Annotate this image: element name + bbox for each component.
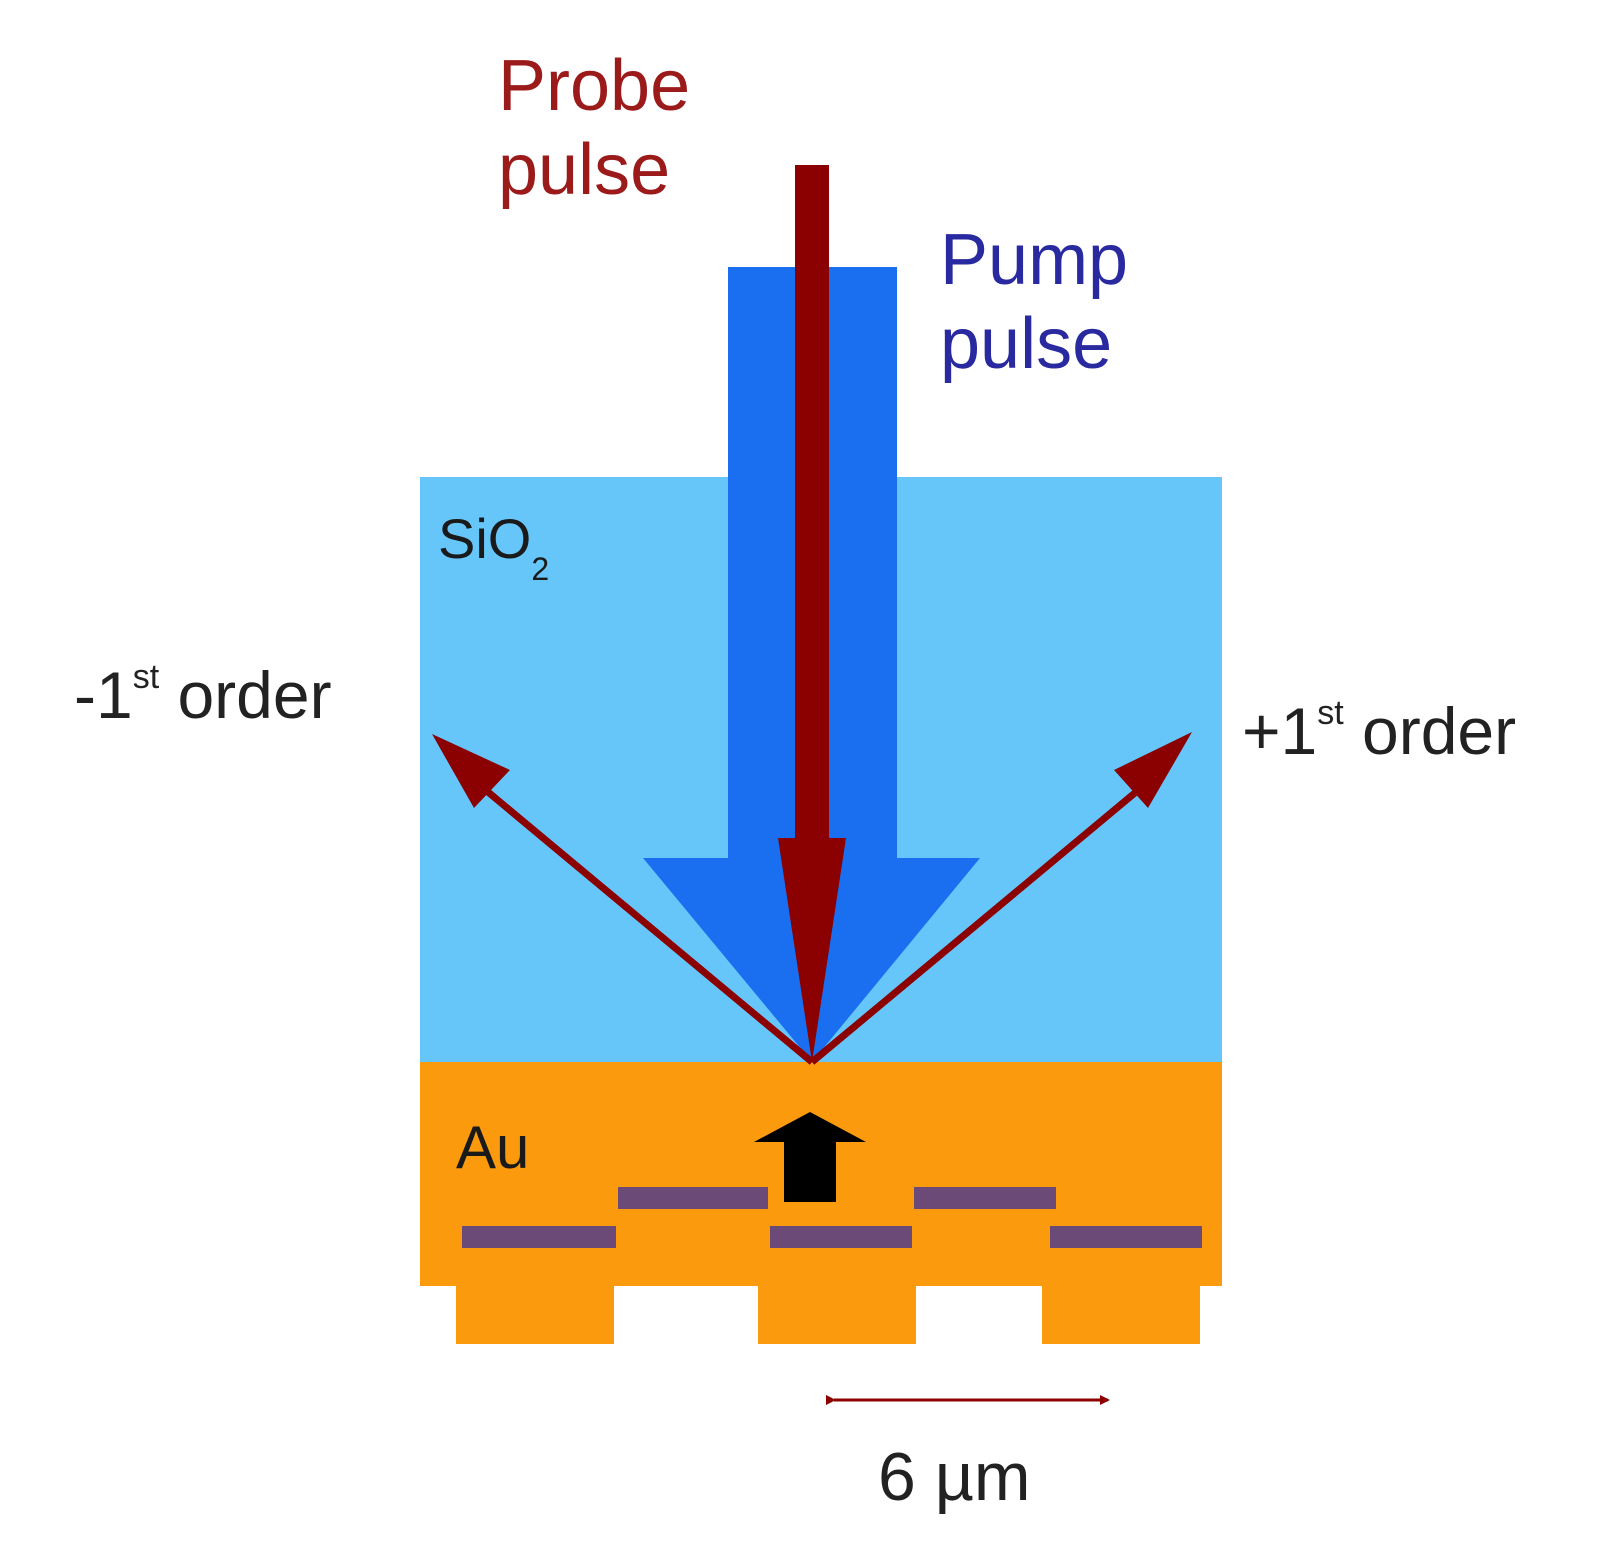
grating-stripe-high [914,1187,1056,1209]
plus-first-order-label: +1st order [1242,694,1516,768]
grating-period-label: 6 µm [878,1439,1031,1515]
au-grating-teeth [456,1280,1200,1344]
probe-pulse-label-line1: Probe [498,46,690,126]
plus-first-order-word: order [1344,694,1516,768]
au-label: Au [456,1114,529,1181]
plus-first-order-superscript: st [1317,694,1344,732]
probe-pulse-shaft [795,165,829,855]
sio2-label-main: SiO [438,507,531,570]
minus-first-order-word: order [159,658,331,732]
plus-first-order-arrow [809,779,1151,1065]
probe-pulse-arrowhead [778,838,846,1062]
au-tooth [758,1280,916,1344]
minus-first-order-arrowhead [432,734,510,808]
displacement-arrow [754,1112,866,1202]
minus-first-order-superscript: st [133,658,160,696]
minus-first-order-arrow [473,779,815,1065]
sio2-label-subscript: 2 [531,551,549,587]
sio2-label: SiO2 [438,507,549,587]
grating-stripe-low [462,1226,616,1248]
grating-stripes [462,1187,1202,1248]
plus-first-order-arrowhead [1114,732,1192,808]
plus-first-order-number: +1 [1242,694,1317,768]
grating-stripe-low [770,1226,912,1248]
probe-pulse-label-line2: pulse [498,130,670,210]
grating-stripe-high [618,1187,768,1209]
minus-first-order-number: -1 [74,658,133,732]
au-tooth [1042,1280,1200,1344]
au-tooth [456,1280,614,1344]
pump-pulse-label-line1: Pump [940,220,1128,300]
pump-pulse-label-line2: pulse [940,304,1112,384]
minus-first-order-label: -1st order [74,658,332,732]
grating-stripe-low [1050,1226,1202,1248]
